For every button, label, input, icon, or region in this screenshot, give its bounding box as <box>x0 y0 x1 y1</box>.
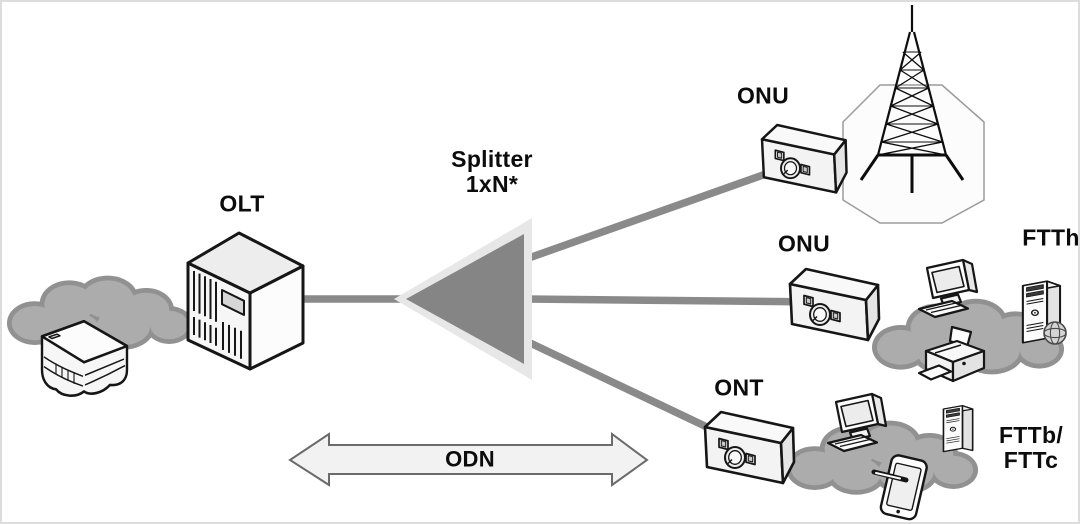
onu-ftth-device <box>788 267 881 342</box>
desktop-computer-icon <box>917 258 979 319</box>
ont-label: ONT <box>714 374 764 401</box>
drop-fiber-ftth <box>525 295 825 306</box>
fttb-label-line2: FTTc <box>1003 447 1059 473</box>
olt-panel-window <box>221 289 245 316</box>
router-port <box>48 333 61 340</box>
globe-icon <box>1043 321 1067 345</box>
fttb-label-line1: FTTb/ <box>998 422 1064 448</box>
fttb-fttc-label: FTTb/ FTTc <box>999 423 1063 473</box>
ftth-label: FTTh <box>1022 224 1080 251</box>
radio-tower <box>859 5 965 193</box>
drop-fiber-wireless <box>524 160 796 263</box>
splitter-label-line2: 1xN* <box>465 171 519 197</box>
splitter-label-line1: Splitter <box>451 146 533 172</box>
odn-label: ODN <box>445 446 495 472</box>
vent-slots <box>193 271 242 359</box>
optical-splitter <box>394 218 532 380</box>
odn-span-arrow <box>288 432 649 487</box>
onu-wireless-device <box>760 123 848 194</box>
onu-ftth-label: ONU <box>777 230 831 257</box>
ont-device <box>703 410 796 485</box>
olt-chassis <box>186 231 305 371</box>
olt-label: OLT <box>219 190 265 217</box>
server-tower-icon <box>942 404 974 453</box>
core-router <box>40 319 129 397</box>
desktop-computer-icon <box>826 392 888 453</box>
splitter-label: Splitter 1xN* <box>451 147 533 197</box>
tablet-device-icon <box>871 454 928 521</box>
onu-wireless-label: ONU <box>736 82 790 109</box>
fiber-links <box>296 160 825 451</box>
